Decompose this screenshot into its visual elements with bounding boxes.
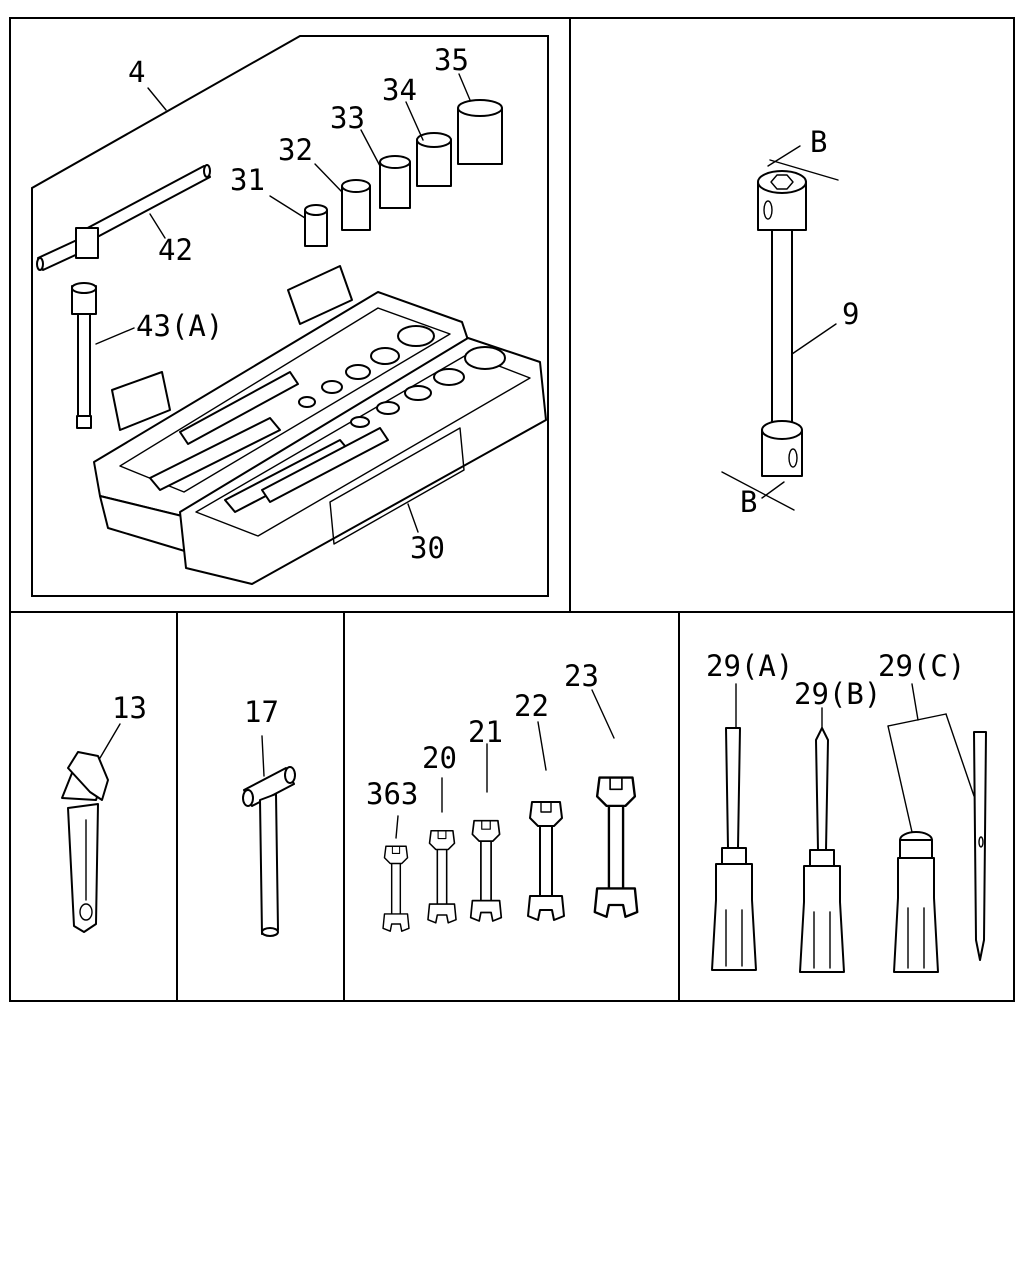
label-22: 22 (514, 689, 549, 723)
label-17: 17 (244, 695, 279, 729)
label-31: 31 (230, 163, 265, 197)
label-29a: 29(A) (706, 649, 793, 683)
box-wrench-9 (721, 145, 839, 511)
label-34: 34 (382, 73, 417, 107)
label-23: 23 (564, 659, 599, 693)
label-b-bottom: B (740, 485, 757, 519)
tool-kit-group (31, 35, 549, 597)
label-33: 33 (330, 101, 365, 135)
tool-kit-outline (31, 35, 549, 597)
label-21: 21 (468, 715, 503, 749)
label-29c: 29(C) (878, 649, 965, 683)
label-29b: 29(B) (794, 677, 881, 711)
wrench-set (382, 689, 639, 932)
sockets (269, 73, 503, 247)
hammer-17 (242, 735, 296, 937)
adjustable-wrench-13 (61, 723, 121, 933)
label-4: 4 (128, 55, 167, 111)
label-43a: 43(A) (136, 309, 223, 343)
label-42: 42 (158, 233, 193, 267)
label-35: 35 (434, 43, 469, 77)
label-363: 363 (366, 777, 418, 811)
label-b-top: B (810, 125, 827, 159)
label-9: 9 (842, 297, 859, 331)
outer-frame (9, 17, 1015, 1002)
screwdriver-set (711, 683, 987, 973)
svg-text:4: 4 (128, 55, 145, 89)
label-30: 30 (410, 531, 445, 565)
label-32: 32 (278, 133, 313, 167)
tool-case-30 (93, 265, 547, 585)
label-13: 13 (112, 691, 147, 725)
label-20: 20 (422, 741, 457, 775)
extension-43a (71, 282, 135, 429)
t-handle-42 (36, 164, 211, 271)
